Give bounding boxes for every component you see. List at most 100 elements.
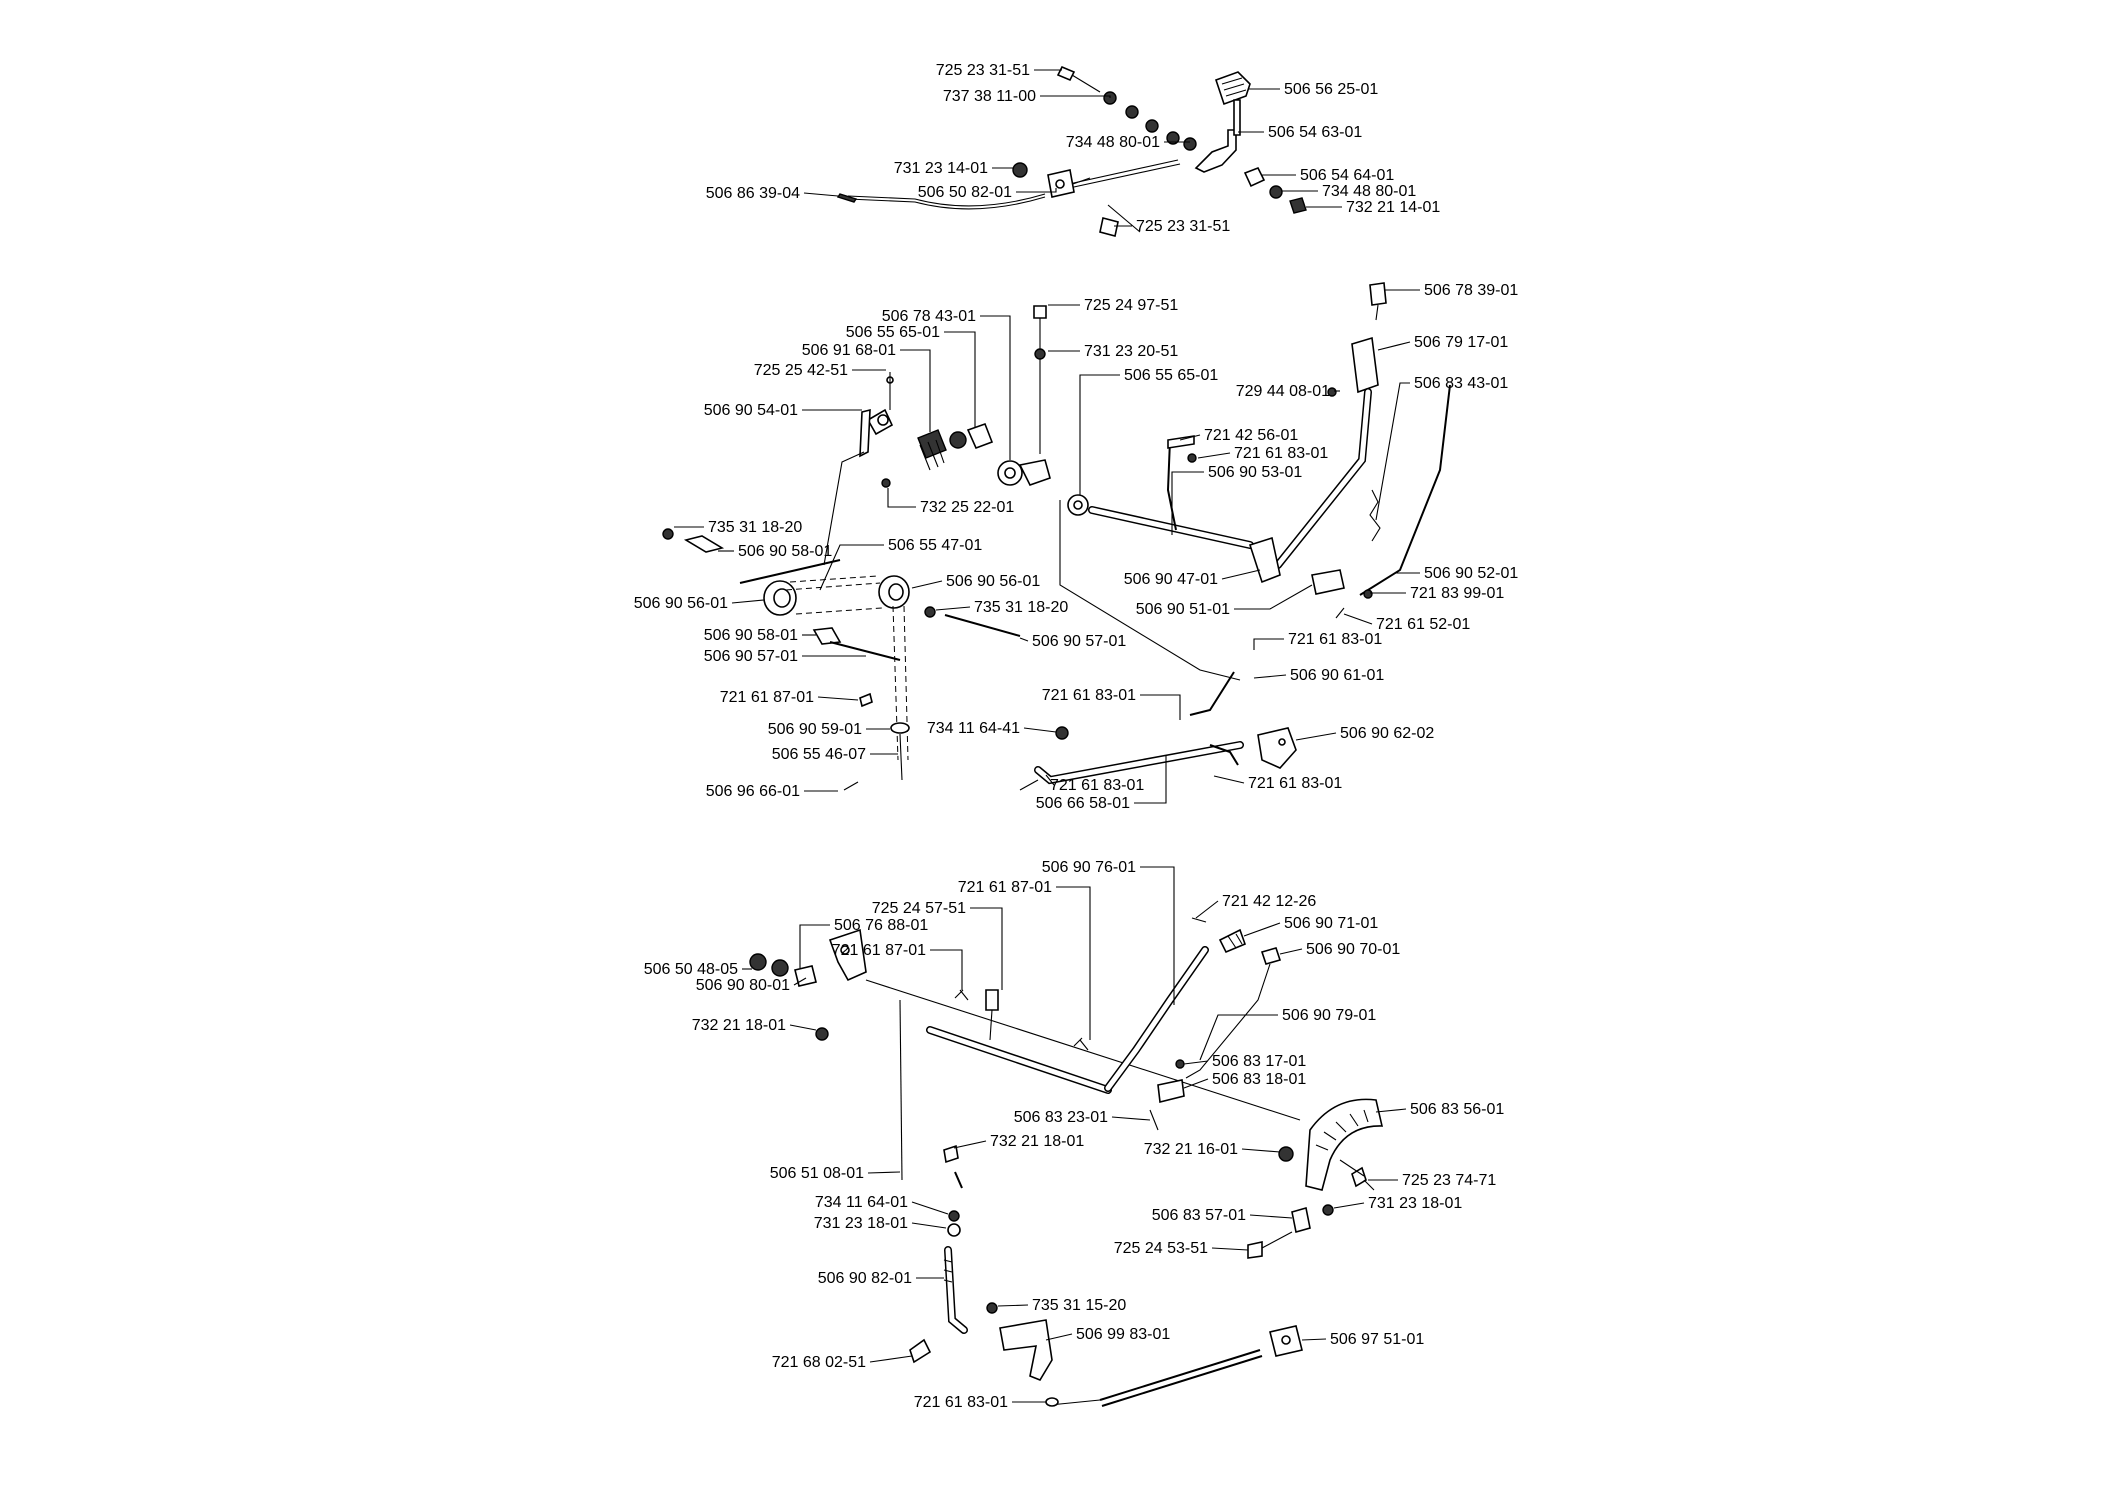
leader-line bbox=[1197, 452, 1231, 459]
leader-line bbox=[869, 1355, 913, 1363]
part-number-label: 721 42 56-01 bbox=[1204, 427, 1298, 444]
leader-line bbox=[1375, 382, 1410, 521]
part-number-label: 506 90 76-01 bbox=[1042, 859, 1136, 876]
part-number-label: 506 91 68-01 bbox=[802, 342, 896, 359]
leader-line bbox=[980, 315, 1011, 460]
part-number-label: 506 50 82-01 bbox=[918, 184, 1012, 201]
part-number-label: 506 83 57-01 bbox=[1152, 1207, 1246, 1224]
part-number-label: 721 61 83-01 bbox=[914, 1394, 1008, 1411]
part-number-label: 731 23 14-01 bbox=[894, 160, 988, 177]
leader-line bbox=[1213, 775, 1245, 784]
part-number-label: 506 97 51-01 bbox=[1330, 1331, 1424, 1348]
part-number-label: 729 44 08-01 bbox=[1236, 383, 1330, 400]
leader-line bbox=[887, 488, 916, 508]
leader-line bbox=[1279, 948, 1303, 955]
part-number-label: 725 23 31-51 bbox=[936, 62, 1030, 79]
leader-line bbox=[997, 1304, 1029, 1307]
part-number-label: 506 54 64-01 bbox=[1300, 167, 1394, 184]
leader-line bbox=[731, 599, 765, 604]
part-number-label: 721 61 87-01 bbox=[720, 689, 814, 706]
part-number-label: 506 90 70-01 bbox=[1306, 941, 1400, 958]
leader-line bbox=[789, 1024, 817, 1031]
part-number-label: 732 21 16-01 bbox=[1144, 1141, 1238, 1158]
part-number-label: 731 23 20-51 bbox=[1084, 343, 1178, 360]
leader-line bbox=[1056, 886, 1091, 1040]
part-number-label: 506 90 54-01 bbox=[704, 402, 798, 419]
part-number-label: 506 83 23-01 bbox=[1014, 1109, 1108, 1126]
part-number-label: 506 90 80-01 bbox=[696, 977, 790, 994]
leader-line bbox=[1171, 471, 1204, 535]
leader-line bbox=[930, 949, 963, 990]
leader-line bbox=[1045, 774, 1055, 786]
part-number-label: 506 55 65-01 bbox=[846, 324, 940, 341]
part-number-label: 734 48 80-01 bbox=[1322, 183, 1416, 200]
part-number-label: 506 90 82-01 bbox=[818, 1270, 912, 1287]
part-number-label: 735 31 15-20 bbox=[1032, 1297, 1126, 1314]
leader-line bbox=[1211, 1247, 1249, 1251]
part-number-label: 506 83 18-01 bbox=[1212, 1071, 1306, 1088]
part-number-label: 506 50 48-05 bbox=[644, 961, 738, 978]
leader-line bbox=[1301, 1338, 1327, 1341]
leader-line bbox=[1241, 1148, 1281, 1153]
part-number-label: 506 90 56-01 bbox=[946, 573, 1040, 590]
part-number-label: 731 23 18-01 bbox=[1368, 1195, 1462, 1212]
part-number-label: 732 21 18-01 bbox=[990, 1133, 1084, 1150]
part-number-label: 725 23 31-51 bbox=[1136, 218, 1230, 235]
part-number-label: 721 61 87-01 bbox=[832, 942, 926, 959]
part-number-label: 506 51 08-01 bbox=[770, 1165, 864, 1182]
part-number-label: 721 61 83-01 bbox=[1288, 631, 1382, 648]
part-number-label: 506 90 51-01 bbox=[1136, 601, 1230, 618]
part-number-label: 735 31 18-20 bbox=[708, 519, 802, 536]
part-number-label: 506 96 66-01 bbox=[706, 783, 800, 800]
leader-line bbox=[867, 1171, 901, 1174]
leader-line bbox=[1333, 1202, 1365, 1209]
part-number-label: 506 83 43-01 bbox=[1414, 375, 1508, 392]
leader-line bbox=[1249, 1214, 1293, 1219]
part-number-label: 506 99 83-01 bbox=[1076, 1326, 1170, 1343]
part-number-label: 725 23 74-71 bbox=[1402, 1172, 1496, 1189]
part-number-label: 506 90 58-01 bbox=[738, 543, 832, 560]
leader-line bbox=[803, 192, 839, 197]
part-number-label: 732 21 14-01 bbox=[1346, 199, 1440, 216]
part-number-label: 506 55 46-07 bbox=[772, 746, 866, 763]
part-number-label: 506 54 63-01 bbox=[1268, 124, 1362, 141]
middle-assembly bbox=[662, 282, 1451, 791]
part-number-label: 506 79 17-01 bbox=[1414, 334, 1508, 351]
leader-line bbox=[1199, 1014, 1278, 1061]
part-number-label: 721 61 83-01 bbox=[1248, 775, 1342, 792]
part-number-label: 506 90 61-01 bbox=[1290, 667, 1384, 684]
part-number-label: 734 11 64-41 bbox=[927, 720, 1020, 737]
leader-line bbox=[1140, 866, 1175, 1005]
part-number-label: 506 86 39-04 bbox=[706, 185, 800, 202]
leader-line bbox=[911, 1201, 949, 1215]
part-number-label: 725 24 57-51 bbox=[872, 900, 966, 917]
part-number-label: 506 90 56-01 bbox=[634, 595, 728, 612]
part-number-label: 506 66 58-01 bbox=[1036, 795, 1130, 812]
part-number-label: 725 25 42-51 bbox=[754, 362, 848, 379]
part-number-label: 721 61 83-01 bbox=[1042, 687, 1136, 704]
leader-line bbox=[1023, 727, 1057, 733]
leader-line bbox=[793, 977, 807, 986]
leader-line bbox=[935, 606, 971, 611]
leader-line bbox=[1375, 1108, 1407, 1113]
leader-line bbox=[944, 331, 976, 428]
part-number-label: 725 24 97-51 bbox=[1084, 297, 1178, 314]
part-number-label: 735 31 18-20 bbox=[974, 599, 1068, 616]
top-assembly bbox=[836, 65, 1307, 237]
part-number-label: 506 90 59-01 bbox=[768, 721, 862, 738]
part-number-label: 721 83 99-01 bbox=[1410, 585, 1504, 602]
leader-line bbox=[1183, 1078, 1209, 1089]
part-number-label: 721 61 87-01 bbox=[958, 879, 1052, 896]
part-number-label: 506 90 57-01 bbox=[1032, 633, 1126, 650]
leader-line bbox=[1195, 900, 1219, 919]
part-number-label: 732 25 22-01 bbox=[920, 499, 1014, 516]
leader-line bbox=[1111, 1116, 1151, 1121]
leader-line bbox=[799, 924, 830, 968]
bottom-assembly bbox=[749, 917, 1384, 1407]
part-number-label: 721 42 12-26 bbox=[1222, 893, 1316, 910]
leader-line bbox=[1253, 638, 1284, 650]
part-number-label: 721 61 52-01 bbox=[1376, 616, 1470, 633]
part-number-label: 506 90 71-01 bbox=[1284, 915, 1378, 932]
leader-line bbox=[1134, 755, 1167, 804]
